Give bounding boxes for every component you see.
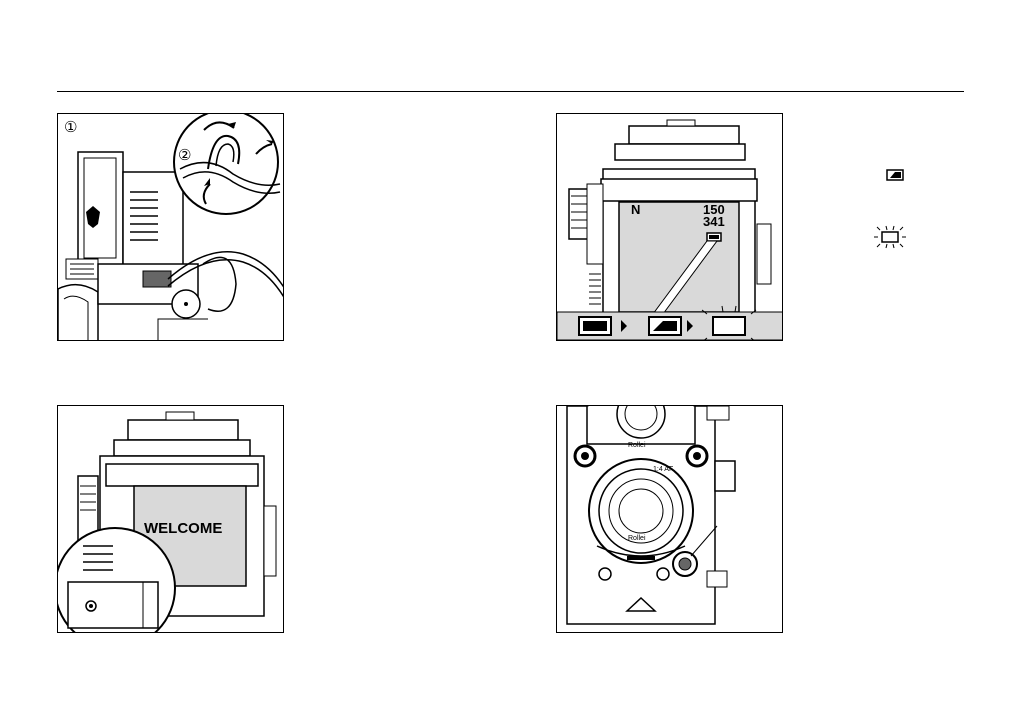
step-1-marker: ① [64, 118, 77, 136]
lens-aperture-label: 1:4 AF [653, 466, 673, 473]
strap-illustration [58, 114, 284, 341]
lens-brand-lower: Rollei [628, 535, 646, 542]
lens-brand-upper: Rollei [628, 442, 646, 449]
battery-half-icon [885, 168, 907, 182]
lcd-count-bottom: 341 [703, 214, 725, 229]
camera-front-illustration [557, 406, 783, 633]
step-2-marker: ② [178, 146, 191, 164]
lcd-welcome-text: WELCOME [144, 520, 222, 537]
camera-top-view-illustration [557, 114, 783, 341]
lcd-mode-label: N [631, 202, 640, 217]
figure-welcome-screen: WELCOME [57, 405, 284, 633]
figure-strap-attachment: ① ② [57, 113, 284, 341]
battery-blinking-icon [870, 224, 910, 250]
figure-battery-indicator: N 150 341 [556, 113, 783, 341]
figure-lens-front: Rollei 1:4 AF Rollei [556, 405, 783, 633]
header-rule [57, 91, 964, 92]
